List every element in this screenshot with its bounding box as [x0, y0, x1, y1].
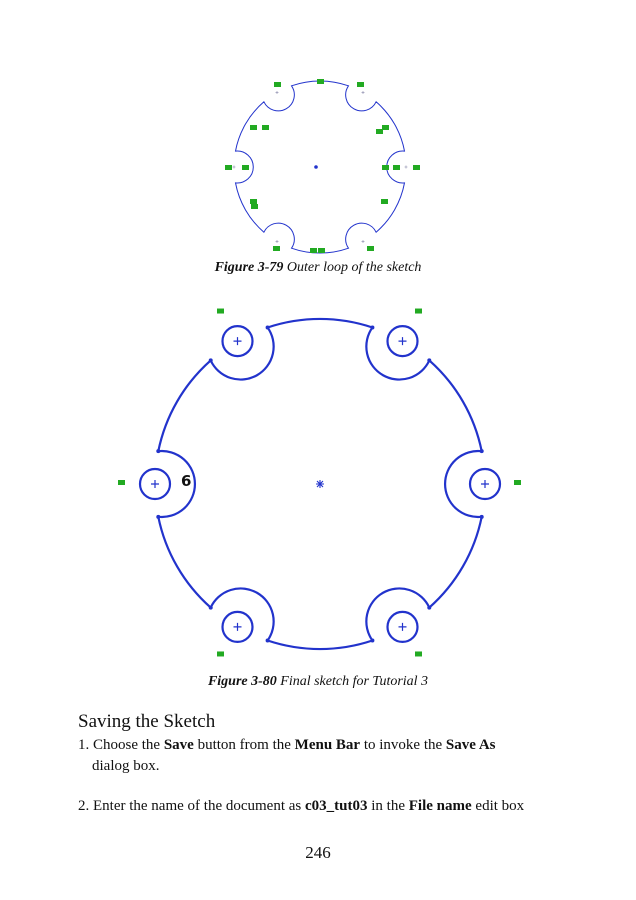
relation-icon	[251, 204, 258, 209]
section-heading: Saving the Sketch	[78, 711, 216, 732]
text: button from the	[193, 737, 295, 753]
center-mark-icon	[404, 165, 408, 169]
text: 1. Choose the	[78, 737, 164, 753]
center-mark-icon	[361, 91, 365, 95]
hole-circle	[138, 467, 172, 501]
sketch-outline	[234, 80, 406, 254]
relation-icon	[367, 246, 374, 251]
hole-circle	[386, 610, 419, 643]
relation-icon	[318, 248, 325, 253]
relation-icon	[273, 246, 280, 251]
origin-icon	[316, 480, 324, 488]
relation-icon	[242, 165, 249, 170]
relation-icon	[357, 82, 364, 87]
step-2: 2. Enter the name of the document as c03…	[78, 796, 560, 817]
bold-term: Save	[163, 737, 194, 753]
center-mark-icon	[233, 337, 242, 346]
center-mark-icon	[398, 622, 407, 631]
text: in the	[367, 798, 409, 814]
step-1: 1. Choose the Save button from the Menu …	[78, 735, 560, 777]
bold-term: File name	[408, 798, 472, 814]
hole-circle	[386, 325, 419, 358]
relation-icon	[393, 165, 400, 170]
relation-icon	[217, 651, 224, 657]
relation-icon	[376, 129, 383, 134]
relation-icon	[381, 199, 388, 204]
relation-icon	[262, 125, 269, 130]
text: edit box	[471, 798, 525, 814]
center-mark-icon	[151, 480, 159, 488]
sketch-outline	[156, 317, 484, 651]
relation-icon	[415, 308, 422, 314]
relation-icon	[415, 651, 422, 657]
figure-3-80-caption: Figure 3-80 Final sketch for Tutorial 3	[0, 674, 636, 690]
hole-circle	[221, 610, 254, 643]
figure-caption-text: Outer loop of the sketch	[283, 260, 422, 275]
bold-term: Menu Bar	[294, 737, 361, 753]
text: dialog box.	[92, 758, 160, 774]
relation-icon	[514, 480, 521, 485]
relation-icon	[274, 82, 281, 87]
relation-icon	[250, 125, 257, 130]
page-number: 246	[305, 843, 331, 862]
center-mark-icon	[275, 91, 279, 95]
text: 2. Enter the name of the document as	[78, 798, 306, 814]
center-mark-icon	[398, 337, 407, 346]
relation-icon	[225, 165, 232, 170]
relation-icon	[217, 308, 224, 314]
relation-icon	[310, 248, 317, 253]
origin-point	[314, 165, 318, 169]
center-mark-icon	[481, 480, 489, 488]
figure-number: Figure 3-79	[214, 260, 284, 275]
relation-icon	[413, 165, 420, 170]
relation-icon	[250, 199, 257, 204]
relation-icon	[317, 79, 324, 84]
figure-3-79-caption: Figure 3-79 Outer loop of the sketch	[0, 260, 636, 276]
figure-caption-text: Final sketch for Tutorial 3	[276, 674, 429, 689]
dimension-label: 6	[181, 472, 192, 490]
relation-icon	[118, 480, 125, 485]
center-mark-icon	[233, 622, 242, 631]
relation-icon	[382, 165, 389, 170]
center-mark-icon	[361, 239, 365, 243]
text: to invoke the	[360, 737, 446, 753]
relation-icon	[382, 125, 389, 130]
bold-term: Save As	[445, 737, 496, 753]
center-mark-icon	[275, 239, 279, 243]
bold-term: c03_tut03	[305, 798, 368, 814]
center-mark-icon	[232, 165, 236, 169]
hole-circle	[221, 325, 254, 358]
figure-number: Figure 3-80	[207, 674, 277, 689]
hole-circle	[468, 467, 502, 501]
